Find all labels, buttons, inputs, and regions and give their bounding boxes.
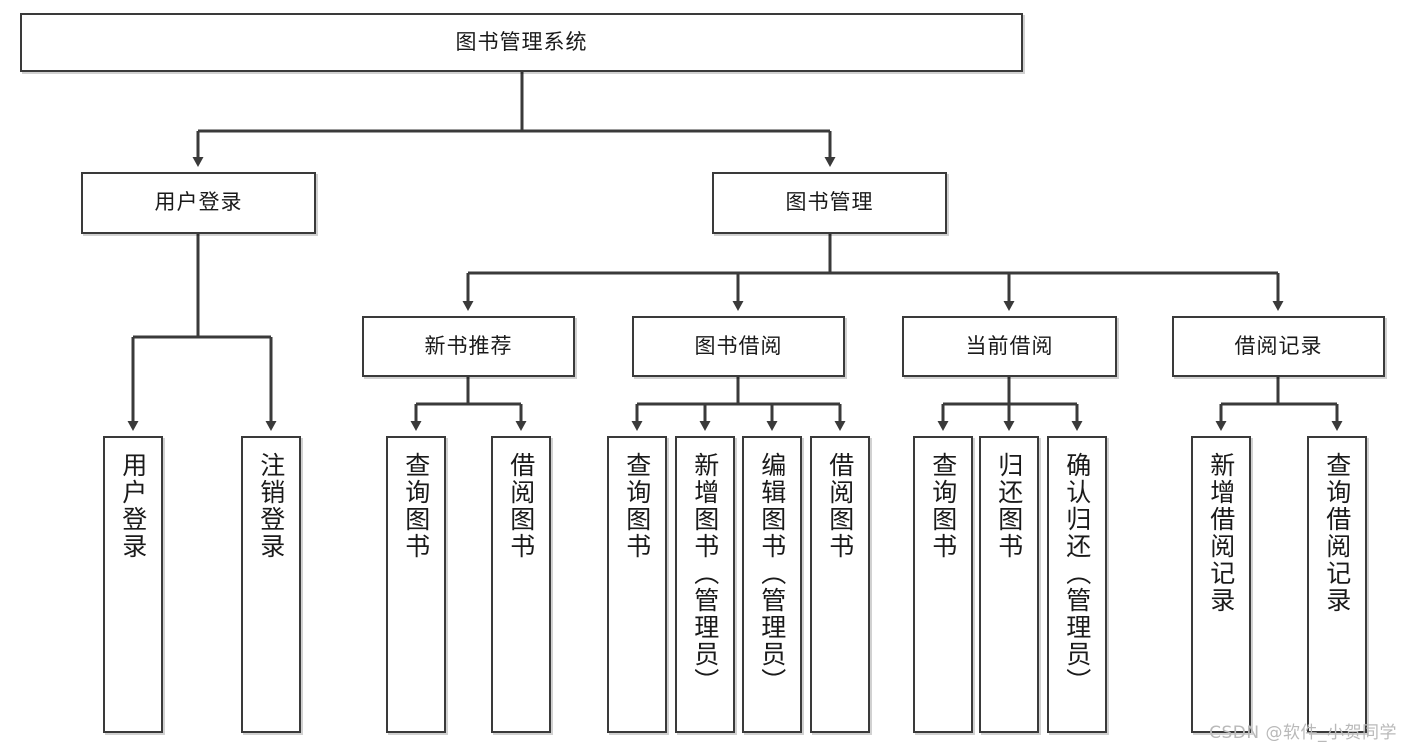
leaf-book-borrow-borrow[interactable]: 借阅图书	[810, 436, 870, 733]
node-current-borrow[interactable]: 当前借阅	[902, 316, 1117, 377]
node-current-borrow-label: 当前借阅	[965, 333, 1054, 358]
node-new-book-recommend-label: 新书推荐	[424, 333, 513, 358]
leaf-label: 借阅图书	[825, 452, 855, 560]
leaf-current-borrow-query[interactable]: 查询图书	[913, 436, 973, 733]
leaf-label: 新增借阅记录	[1206, 452, 1236, 614]
node-book-borrow[interactable]: 图书借阅	[632, 316, 845, 377]
leaf-label: 编辑图书（管理员）	[757, 452, 787, 695]
leaf-current-borrow-confirm[interactable]: 确认归还（管理员）	[1047, 436, 1107, 733]
leaf-user-login-login[interactable]: 用户登录	[103, 436, 163, 733]
leaf-book-borrow-edit[interactable]: 编辑图书（管理员）	[742, 436, 802, 733]
node-book-management-label: 图书管理	[785, 190, 874, 215]
node-book-borrow-label: 图书借阅	[694, 333, 783, 358]
node-root[interactable]: 图书管理系统	[20, 13, 1023, 72]
leaf-label: 归还图书	[994, 452, 1024, 560]
leaf-borrow-record-add[interactable]: 新增借阅记录	[1191, 436, 1251, 733]
leaf-label: 查询借阅记录	[1322, 452, 1352, 614]
watermark: CSDN @软件_小贺同学	[1209, 723, 1397, 743]
leaf-book-borrow-query[interactable]: 查询图书	[607, 436, 667, 733]
leaf-new-book-borrow[interactable]: 借阅图书	[491, 436, 551, 733]
leaf-book-borrow-add[interactable]: 新增图书（管理员）	[675, 436, 735, 733]
node-borrow-record-label: 借阅记录	[1234, 333, 1323, 358]
leaf-label: 借阅图书	[506, 452, 536, 560]
leaf-label: 查询图书	[622, 452, 652, 560]
leaf-borrow-record-query[interactable]: 查询借阅记录	[1307, 436, 1367, 733]
leaf-user-login-logout[interactable]: 注销登录	[241, 436, 301, 733]
node-root-label: 图书管理系统	[455, 29, 588, 54]
leaf-label: 用户登录	[118, 452, 148, 560]
node-book-management[interactable]: 图书管理	[712, 172, 947, 234]
node-borrow-record[interactable]: 借阅记录	[1172, 316, 1385, 377]
leaf-label: 确认归还（管理员）	[1062, 452, 1092, 695]
leaf-label: 查询图书	[928, 452, 958, 560]
node-user-login[interactable]: 用户登录	[81, 172, 316, 234]
leaf-current-borrow-return[interactable]: 归还图书	[979, 436, 1039, 733]
leaf-label: 注销登录	[256, 452, 286, 560]
leaf-label: 新增图书（管理员）	[690, 452, 720, 695]
node-user-login-label: 用户登录	[154, 190, 243, 215]
leaf-new-book-query[interactable]: 查询图书	[386, 436, 446, 733]
node-new-book-recommend[interactable]: 新书推荐	[362, 316, 575, 377]
leaf-label: 查询图书	[401, 452, 431, 560]
